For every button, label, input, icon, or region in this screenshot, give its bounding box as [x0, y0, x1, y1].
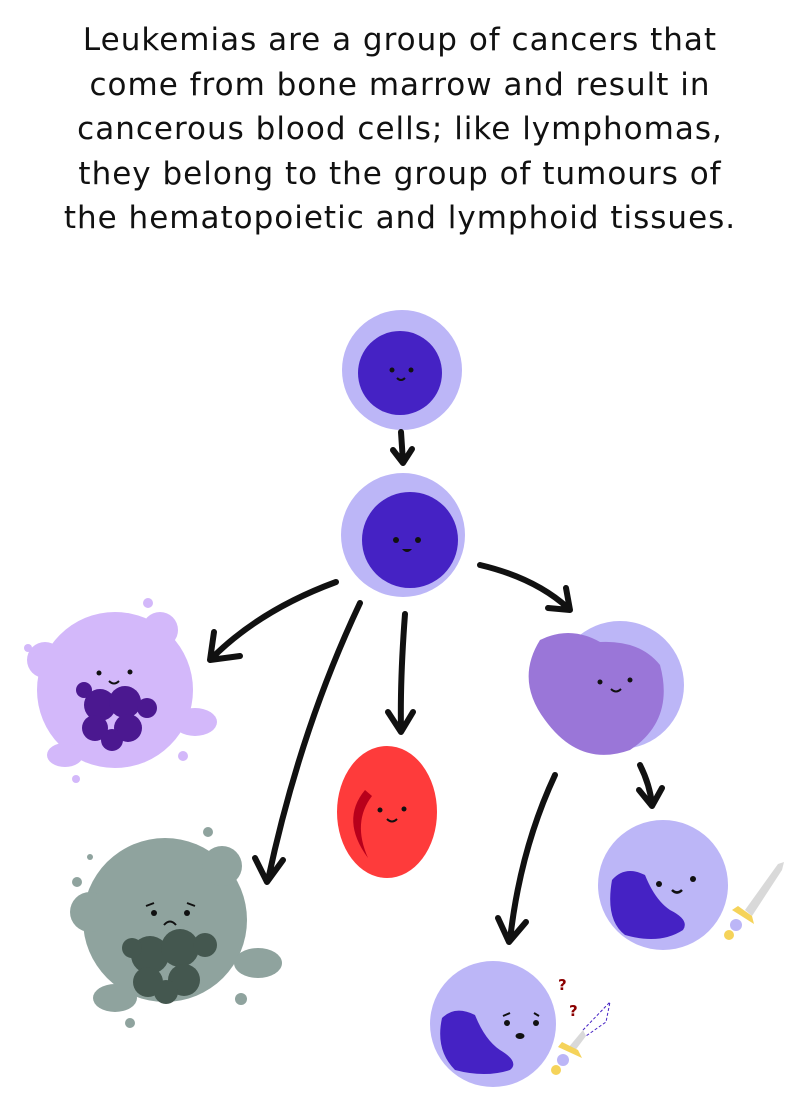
arrow-left-icon: [207, 579, 339, 663]
confused-lymphocyte: [430, 961, 556, 1087]
question-mark: ?: [569, 1002, 578, 1020]
caption-line: come from bone marrow and result in: [89, 66, 711, 103]
arrow-down-left-icon: [495, 772, 558, 945]
dropped-sword-icon: [551, 1000, 611, 1075]
stem-cell: [342, 310, 462, 430]
arrow-down-left-icon: [252, 600, 363, 885]
leukemic-cell: [70, 827, 282, 1028]
caption-line: Leukemias are a group of cancers that: [82, 22, 718, 58]
sword-icon: [724, 862, 784, 940]
caption-line: the hematopoietic and lymphoid tissues.: [63, 200, 737, 236]
arrow-down-icon: [385, 611, 416, 735]
progenitor-cell: [341, 473, 465, 597]
caption-line: they belong to the group of tumours of: [78, 155, 722, 192]
arrow-right-icon: [477, 562, 573, 613]
arrow-down-icon: [636, 762, 665, 809]
caption-text: Leukemias are a group of cancers that co…: [0, 18, 800, 241]
healthy-lymphocyte: [598, 820, 728, 950]
caption-line: cancerous blood cells; like lymphomas,: [77, 111, 723, 147]
red-blood-cell: [337, 746, 437, 878]
lymphoid-progenitor-cell: [528, 621, 684, 755]
arrow-down-icon: [390, 429, 415, 466]
question-mark: ?: [558, 976, 567, 994]
granulocyte-cell: [24, 598, 217, 783]
